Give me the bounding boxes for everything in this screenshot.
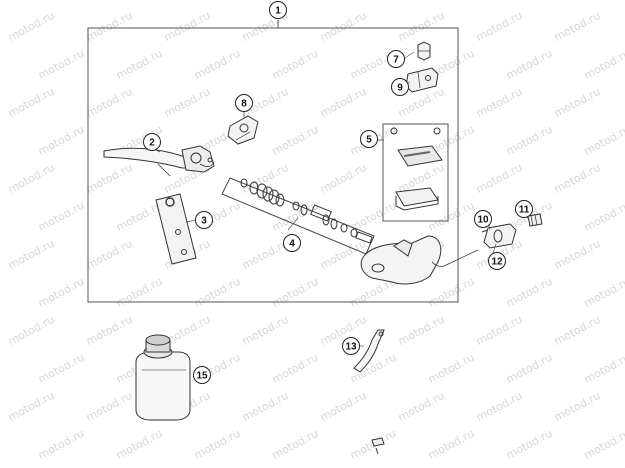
part-13-clamp — [405, 67, 439, 93]
part-small-clip — [371, 437, 385, 455]
callout-11: 11 — [515, 200, 533, 218]
callout-7: 7 — [387, 50, 405, 68]
part-5-reservoir-cap — [382, 123, 449, 222]
callout-8: 8 — [235, 94, 253, 112]
callout-number: 7 — [393, 55, 399, 66]
callout-2: 2 — [143, 133, 161, 151]
part-8-bracket — [227, 115, 259, 145]
part-12-rod — [353, 329, 385, 373]
callout-number: 1 — [275, 6, 281, 17]
callout-number: 2 — [149, 138, 155, 149]
callout-12: 12 — [488, 252, 506, 270]
callout-number: 8 — [241, 99, 247, 110]
callout-number: 11 — [519, 205, 530, 216]
callout-number: 12 — [491, 257, 503, 268]
callout-number: 4 — [289, 239, 295, 250]
part-3-plate — [155, 193, 197, 265]
callout-13: 13 — [342, 337, 360, 355]
part-2-lever — [103, 145, 215, 177]
part-15-fluid-bottle — [135, 334, 191, 421]
callout-number: 3 — [201, 216, 207, 227]
callout-15: 15 — [193, 366, 211, 384]
callout-number: 15 — [196, 371, 208, 382]
callout-10: 10 — [474, 210, 492, 228]
part-7-nut — [417, 41, 431, 61]
part-10-screw — [527, 213, 543, 227]
part-4-piston-kit — [221, 177, 375, 255]
callout-number: 13 — [345, 342, 357, 353]
part-9-11-fittings — [481, 223, 517, 249]
callout-9: 9 — [391, 78, 409, 96]
master-cylinder-body — [360, 235, 479, 285]
callout-4: 4 — [283, 234, 301, 252]
callout-number: 10 — [477, 215, 489, 226]
callout-5: 5 — [360, 130, 378, 148]
assembly-frame — [87, 27, 459, 303]
callout-1: 1 — [269, 1, 287, 19]
callout-number: 9 — [397, 83, 403, 94]
callout-3: 3 — [195, 211, 213, 229]
callout-number: 5 — [366, 135, 372, 146]
